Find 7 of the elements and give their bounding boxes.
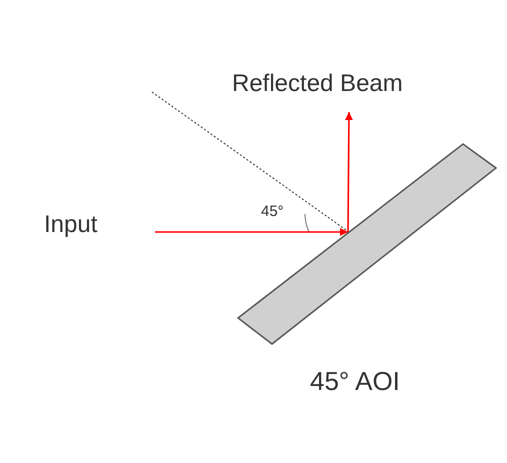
light-beam-arrow <box>344 112 353 232</box>
angle-of-incidence-caption: 45° AOI <box>310 366 400 397</box>
light-beam-arrow <box>155 228 348 236</box>
beam-label: Input <box>44 211 98 239</box>
beam-label: Reflected Beam <box>232 70 403 98</box>
angle-label: 45° <box>261 203 284 220</box>
mirror-plate <box>237 143 497 345</box>
